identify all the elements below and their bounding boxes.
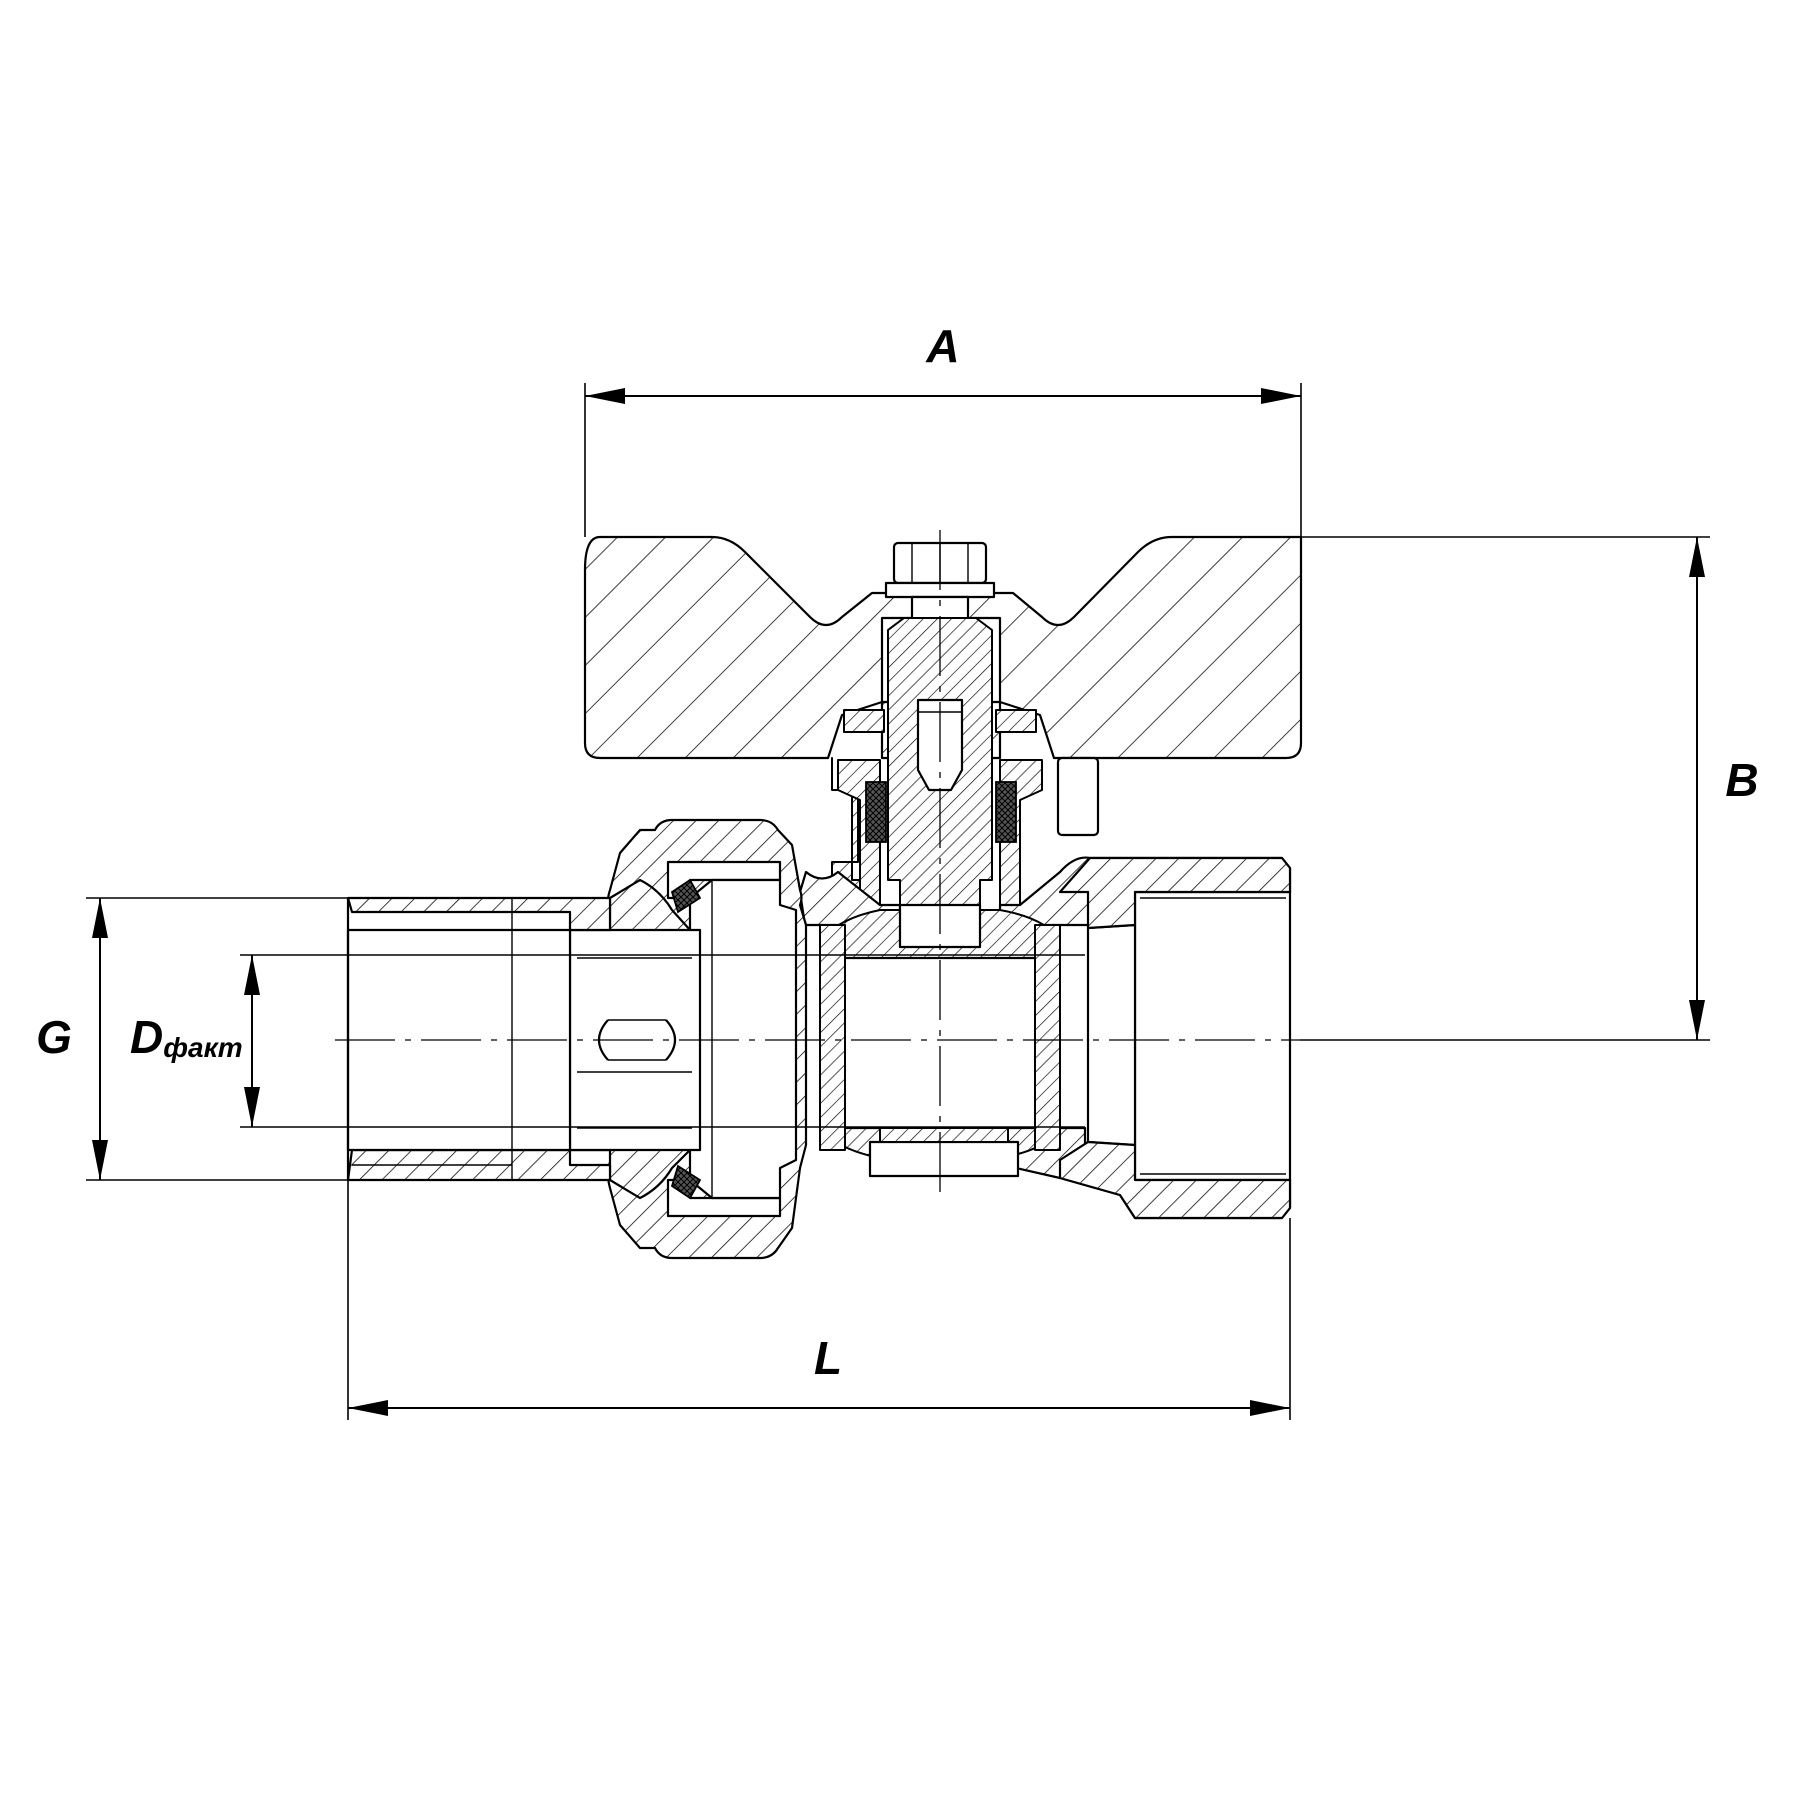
dimension-d-subscript: факт bbox=[163, 1032, 242, 1063]
stem-seal-left bbox=[865, 781, 887, 843]
union-seal-bottom bbox=[670, 1164, 702, 1200]
seat-ring-right bbox=[1034, 924, 1061, 1151]
dimension-d-label: Dфакт bbox=[130, 1011, 243, 1063]
right-end-wall-top bbox=[1058, 856, 1292, 930]
gland-nut-left bbox=[843, 709, 885, 733]
dimension-b-label: B bbox=[1725, 754, 1758, 806]
left-end-wall-top bbox=[346, 896, 612, 932]
gland-nut-right bbox=[995, 709, 1037, 733]
right-end-wall-bottom bbox=[1058, 1140, 1292, 1220]
stem-seal-right bbox=[995, 781, 1017, 843]
dimension-a-label: A bbox=[925, 320, 959, 372]
right-thread-bore bbox=[1133, 890, 1292, 1182]
dimension-l-label: L bbox=[814, 1332, 842, 1384]
ball-bottom-insert bbox=[868, 1140, 1020, 1178]
stop-lug bbox=[1056, 756, 1100, 837]
union-seal-top bbox=[670, 878, 702, 914]
union-tail bbox=[688, 878, 798, 1200]
seat-ring-left bbox=[819, 924, 846, 1151]
dimension-g-label: G bbox=[36, 1011, 72, 1063]
